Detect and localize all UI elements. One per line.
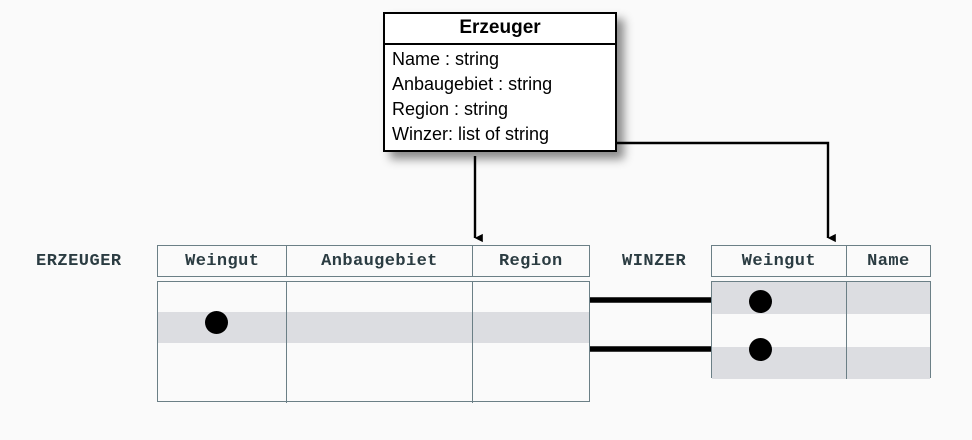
table-cell	[287, 312, 473, 343]
table-cell	[473, 282, 589, 312]
table-label-winzer: WINZER	[622, 252, 687, 271]
table-row	[158, 312, 589, 343]
connector-dot-erzeuger	[205, 311, 228, 334]
table-cell	[473, 373, 589, 403]
table-row	[158, 282, 589, 313]
uml-class-box-erzeuger: Erzeuger Name : string Anbaugebiet : str…	[383, 12, 617, 152]
column-header-name: Name	[867, 251, 910, 271]
table-cell	[712, 346, 847, 379]
uml-attribute-name: Name : string	[392, 49, 500, 69]
table-cell	[287, 342, 473, 373]
connector-dot-winzer-row1	[749, 290, 772, 313]
table-cell	[158, 342, 288, 373]
table-cell	[847, 347, 930, 379]
column-header-anbaugebiet: Anbaugebiet	[287, 246, 473, 276]
table-cell	[158, 372, 288, 403]
table-label-erzeuger: ERZEUGER	[36, 252, 122, 271]
table-cell	[847, 282, 930, 314]
table-cell	[158, 312, 288, 343]
table-cell	[473, 343, 589, 373]
mapping-arrow-winzer	[603, 141, 836, 243]
uml-attribute-winzer: Winzer: list of string	[392, 124, 550, 144]
table-cell	[847, 314, 930, 346]
uml-attribute-list: Name : string Anbaugebiet : string Regio…	[385, 45, 615, 150]
column-header-weingut: Weingut	[158, 246, 288, 276]
table-row	[158, 342, 589, 373]
table-cell	[712, 282, 847, 315]
table-row	[712, 314, 930, 347]
column-header-weingut: Weingut	[712, 246, 847, 276]
connector-dot-winzer-row3	[749, 338, 772, 361]
table-header-row: Weingut Anbaugebiet Region	[157, 245, 590, 277]
table-body	[157, 281, 590, 403]
table-cell	[712, 314, 847, 347]
table-cell	[287, 282, 473, 313]
table-cell	[158, 282, 288, 313]
uml-class-title: Erzeuger	[385, 14, 615, 45]
table-row	[712, 346, 930, 379]
uml-attribute-region: Region : string	[392, 99, 509, 119]
table-cell	[473, 312, 589, 342]
relational-table-winzer: Weingut Name	[711, 245, 931, 379]
table-body	[711, 281, 931, 379]
column-header-region: Region	[498, 251, 563, 271]
uml-attribute-anbaugebiet: Anbaugebiet : string	[392, 74, 553, 94]
table-row	[158, 372, 589, 403]
table-cell	[287, 372, 473, 403]
table-row	[712, 282, 930, 315]
table-header-row: Weingut Name	[711, 245, 931, 277]
relational-table-erzeuger: Weingut Anbaugebiet Region	[157, 245, 590, 403]
